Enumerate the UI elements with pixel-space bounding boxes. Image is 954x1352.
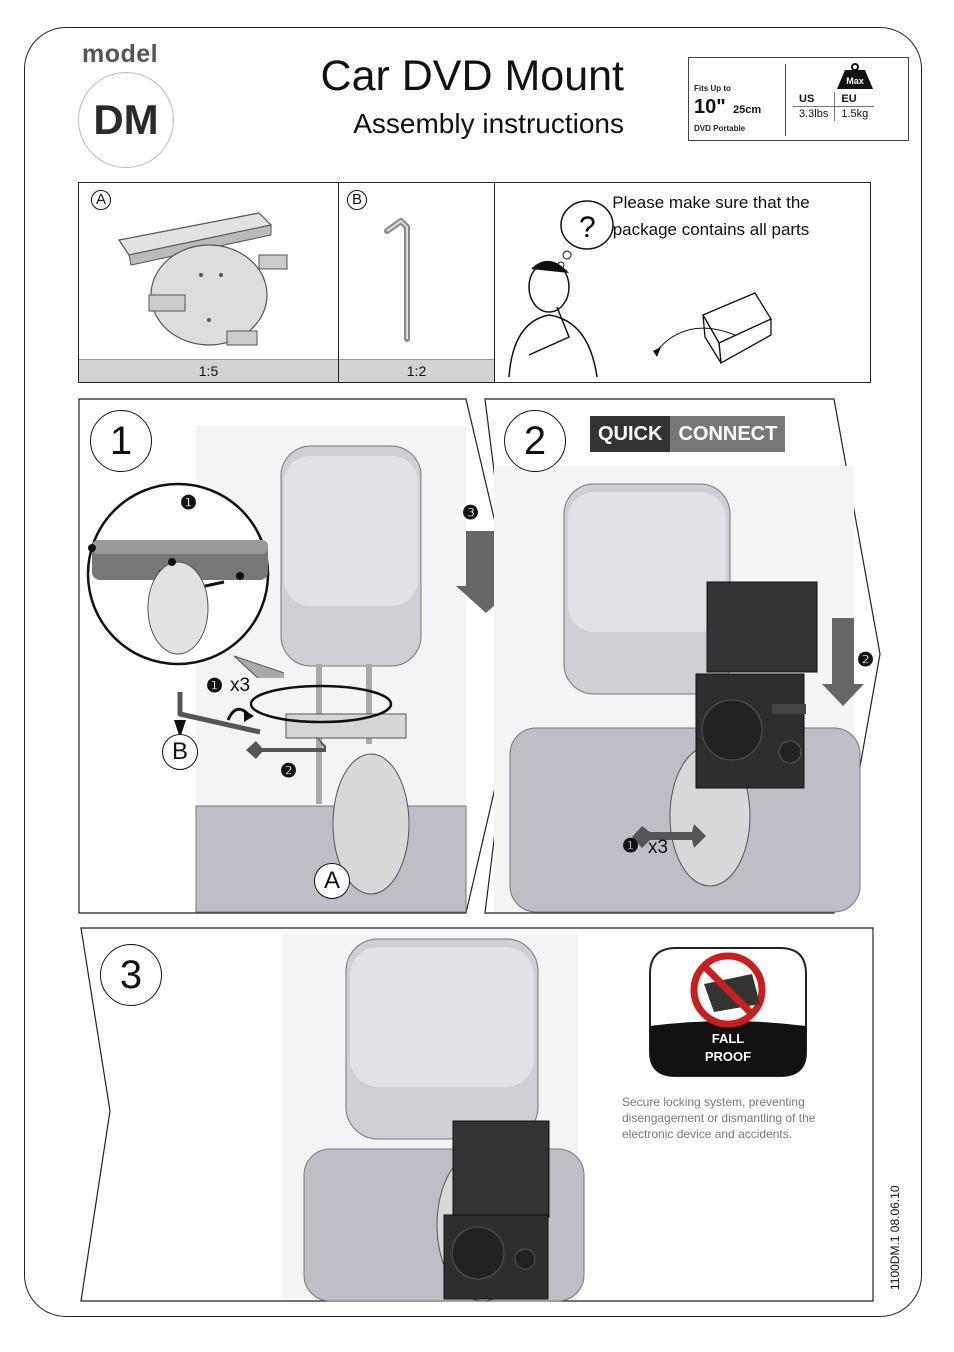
hex-key-illustration bbox=[384, 218, 410, 342]
spec-us-value: 3.3lbs bbox=[799, 108, 829, 120]
spec-us-header: US bbox=[793, 92, 835, 107]
spec-box: Fits Up to 10" 25cm DVD Portable Max US … bbox=[688, 57, 909, 141]
parts-note-cell: ? bbox=[495, 183, 870, 382]
open-box-illustration bbox=[653, 292, 772, 365]
logo-circle bbox=[78, 72, 174, 168]
step3-number: 3 bbox=[100, 944, 162, 1006]
step2-bullet-1: ❶ bbox=[622, 836, 640, 857]
spec-size-cm: 25cm bbox=[733, 104, 762, 116]
page-title: Car DVD Mount bbox=[320, 52, 624, 100]
page-subtitle: Assembly instructions bbox=[353, 108, 624, 139]
spec-max-label: Max bbox=[846, 76, 864, 86]
step2-x3: x3 bbox=[648, 837, 669, 858]
page-frame bbox=[24, 27, 922, 1317]
spec-eu-header: EU bbox=[834, 92, 875, 107]
parts-table: A 1:5 B 1:2 ? bbox=[78, 182, 871, 383]
thinking-man-illustration: ? bbox=[508, 200, 614, 377]
step1-bullet-1: ❶ bbox=[206, 676, 224, 697]
step1-x3: x3 bbox=[230, 675, 251, 696]
step1-bullet-1-zoom: ❶ bbox=[180, 493, 198, 514]
part-b-letter: B bbox=[347, 190, 367, 210]
quick-label: QUICK bbox=[590, 416, 671, 452]
part-b-scale: 1:2 bbox=[339, 359, 494, 382]
part-b-cell: B 1:2 bbox=[339, 183, 495, 382]
hex-key-turn-icon bbox=[174, 692, 261, 738]
spec-weight-table: US EU 3.3lbs 1.5kg bbox=[793, 92, 875, 121]
step2-number: 2 bbox=[504, 410, 566, 472]
parts-check-note: Please make sure that the package contai… bbox=[612, 193, 810, 239]
quick-connect-logo: QUICK CONNECT bbox=[590, 416, 786, 452]
fall-proof-line1: FALL bbox=[711, 1031, 745, 1046]
fall-proof-line2: PROOF bbox=[704, 1049, 752, 1064]
step1-zoom-circle bbox=[86, 482, 284, 678]
step1-bullet-2: ❷ bbox=[280, 761, 298, 782]
step2-bullet-2: ❷ bbox=[857, 650, 875, 671]
spec-eu-value: 1.5kg bbox=[834, 106, 875, 121]
weight-icon bbox=[837, 63, 873, 89]
spec-size-inch: 10" bbox=[694, 96, 726, 118]
step1-letter-b: B bbox=[162, 734, 198, 770]
fall-proof-badge bbox=[649, 947, 807, 1077]
connect-label: CONNECT bbox=[670, 416, 786, 452]
logo-model-text: model bbox=[82, 40, 159, 68]
secure-locking-text: Secure locking system, preventing diseng… bbox=[622, 1095, 816, 1141]
fall-proof-label: FALL PROOF bbox=[651, 1030, 805, 1066]
spec-divider bbox=[785, 64, 786, 136]
document-code: 1100DM.1 08.06.10 bbox=[888, 1185, 902, 1290]
spec-fits-label: Fits Up to bbox=[694, 84, 731, 93]
part-a-letter: A bbox=[91, 190, 111, 210]
step2-panel bbox=[484, 398, 881, 914]
step1-letter-a: A bbox=[314, 863, 350, 899]
part-a-scale: 1:5 bbox=[79, 359, 338, 382]
mount-bracket-illustration bbox=[118, 212, 288, 346]
svg-text:?: ? bbox=[579, 211, 596, 244]
logo-dm-text: DM bbox=[93, 96, 159, 143]
step1-bullet-3: ❸ bbox=[462, 503, 480, 524]
spec-device: DVD Portable bbox=[694, 124, 746, 133]
step1-number: 1 bbox=[90, 410, 152, 472]
part-a-cell: A 1:5 bbox=[79, 183, 339, 382]
